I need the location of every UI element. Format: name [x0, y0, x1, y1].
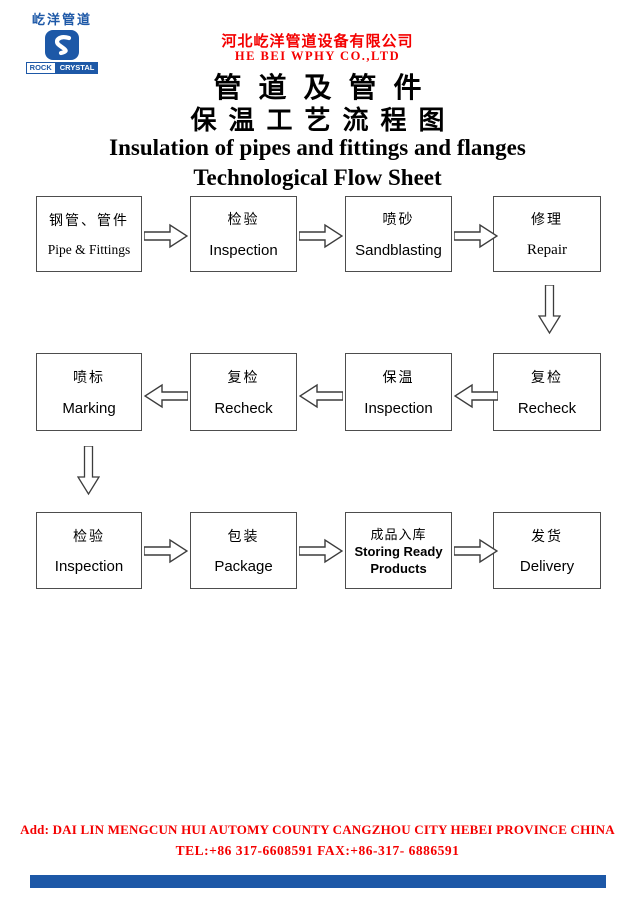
- arrow-right-icon: [454, 223, 498, 249]
- box-label-en: Inspection: [209, 241, 278, 259]
- arrow-left-icon: [144, 383, 188, 409]
- flow-box-insulation-inspection: 保温 Inspection: [345, 353, 452, 431]
- box-label-zh: 喷标: [73, 371, 105, 386]
- box-label-zh: 检验: [227, 213, 260, 229]
- box-label-zh: 喷砂: [382, 213, 415, 229]
- company-name-english: HE BEI WPHY CO.,LTD: [234, 49, 401, 63]
- logo-chinese-text: 屹洋管道: [31, 12, 92, 27]
- company-logo: 屹洋管道 ROCK CRYSTAL: [24, 9, 100, 74]
- box-label-en: Inspection: [54, 558, 124, 576]
- logo-badge-rock: ROCK: [25, 62, 56, 74]
- footer-tel-fax: TEL:+86 317-6608591 FAX:+86-317- 6886591: [175, 843, 460, 858]
- flow-box-delivery: 发货 Delivery: [493, 512, 601, 589]
- box-label-zh: 包装: [227, 529, 260, 545]
- box-label-zh: 复检: [531, 371, 563, 386]
- arrow-right-icon: [299, 538, 343, 564]
- box-label-en: Sandblasting: [355, 241, 442, 259]
- rock-crystal-swirl-icon: [45, 30, 79, 60]
- flow-box-sandblasting: 喷砂 Sandblasting: [345, 196, 452, 272]
- title-english-line2: Technological Flow Sheet: [193, 165, 442, 190]
- footer-address: Add: DAI LIN MENGCUN HUI AUTOMY COUNTY C…: [20, 822, 615, 837]
- arrow-right-icon: [144, 223, 188, 249]
- title-chinese-line1: 管道及管件: [213, 73, 439, 104]
- box-label-zh: 钢管、管件: [49, 213, 129, 229]
- flow-box-marking: 喷标 Marking: [36, 353, 142, 431]
- bottom-blue-bar: [30, 875, 606, 888]
- title-chinese-line2: 保温工艺流程图: [190, 106, 457, 135]
- box-label-zh: 发货: [531, 529, 563, 545]
- flow-box-storing-ready-products: 成品入库 Storing Ready Products: [345, 512, 452, 589]
- logo-badge-row: ROCK CRYSTAL: [24, 62, 100, 74]
- flow-box-recheck-1: 复检 Recheck: [190, 353, 297, 431]
- box-label-zh: 保温: [382, 371, 415, 386]
- arrow-left-icon: [454, 383, 498, 409]
- flow-box-package: 包装 Package: [190, 512, 297, 589]
- box-label-en: Pipe & Fittings: [47, 242, 131, 258]
- box-label-en: Storing Ready Products: [354, 544, 443, 576]
- logo-badge-crystal: CRYSTAL: [55, 62, 99, 74]
- arrow-right-icon: [299, 223, 343, 249]
- arrow-down-icon: [77, 446, 100, 496]
- box-label-zh: 成品入库: [370, 527, 427, 543]
- box-label-zh: 检验: [73, 529, 105, 545]
- box-label-zh: 修理: [531, 213, 563, 229]
- title-english-line1: Insulation of pipes and fittings and fla…: [109, 135, 526, 160]
- flow-box-repair: 修理 Repair: [493, 196, 601, 272]
- box-label-en: Package: [214, 558, 273, 576]
- flow-box-inspection-1: 检验 Inspection: [190, 196, 297, 272]
- flow-box-inspection-2: 检验 Inspection: [36, 512, 142, 589]
- box-label-en: Marking: [62, 400, 116, 417]
- arrow-right-icon: [144, 538, 188, 564]
- box-label-en: Recheck: [214, 400, 273, 417]
- box-label-en: Inspection: [364, 400, 433, 417]
- flow-box-pipe-fittings: 钢管、管件 Pipe & Fittings: [36, 196, 142, 272]
- box-label-zh: 复检: [227, 371, 260, 386]
- box-label-en: Delivery: [519, 558, 575, 576]
- arrow-right-icon: [454, 538, 498, 564]
- box-label-en: Repair: [527, 241, 567, 258]
- company-name-chinese: 河北屹洋管道设备有限公司: [221, 34, 414, 50]
- arrow-down-icon: [538, 285, 561, 335]
- flow-box-recheck-2: 复检 Recheck: [493, 353, 601, 431]
- arrow-left-icon: [299, 383, 343, 409]
- box-label-en: Recheck: [517, 400, 577, 417]
